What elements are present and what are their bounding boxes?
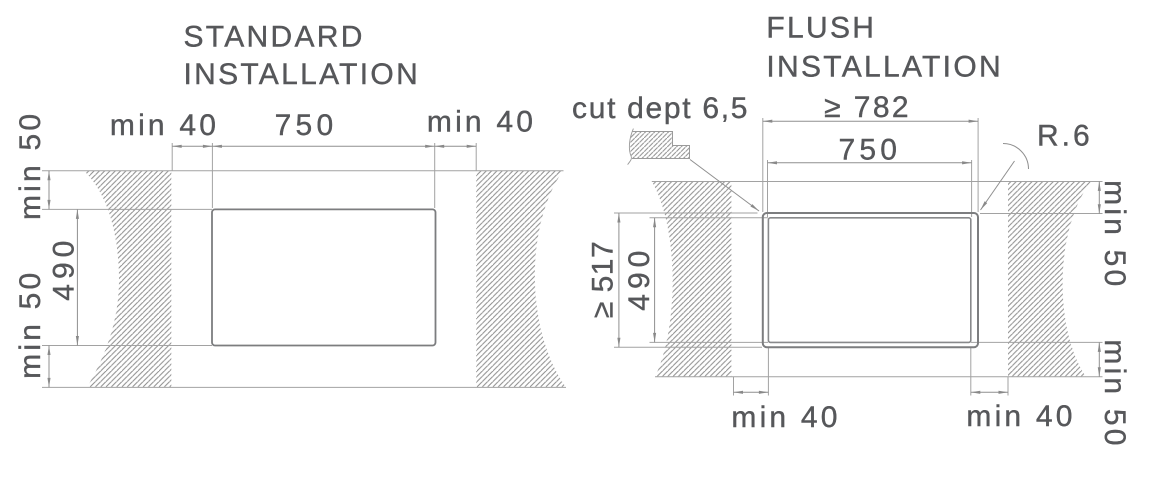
- svg-text:INSTALLATION: INSTALLATION: [766, 51, 1003, 84]
- svg-text:490: 490: [623, 246, 656, 311]
- svg-text:STANDARD: STANDARD: [184, 20, 365, 53]
- svg-text:≥ 517: ≥ 517: [587, 241, 620, 318]
- svg-text:750: 750: [275, 109, 338, 142]
- svg-text:min 50: min 50: [1098, 180, 1131, 289]
- svg-text:INSTALLATION: INSTALLATION: [184, 58, 421, 91]
- svg-text:min 40: min 40: [966, 400, 1075, 433]
- svg-text:R.6: R.6: [1037, 120, 1093, 153]
- svg-text:min 40: min 40: [110, 109, 219, 142]
- svg-text:min 40: min 40: [731, 401, 840, 434]
- svg-text:≥ 782: ≥ 782: [824, 91, 911, 124]
- svg-text:min 50: min 50: [14, 111, 47, 220]
- svg-text:min 50: min 50: [14, 270, 47, 379]
- svg-text:FLUSH: FLUSH: [766, 12, 876, 45]
- svg-text:min 40: min 40: [427, 106, 536, 139]
- svg-text:min 50: min 50: [1098, 339, 1131, 448]
- svg-text:cut dept 6,5: cut dept 6,5: [572, 92, 749, 125]
- svg-text:750: 750: [838, 133, 901, 166]
- svg-text:490: 490: [48, 236, 81, 301]
